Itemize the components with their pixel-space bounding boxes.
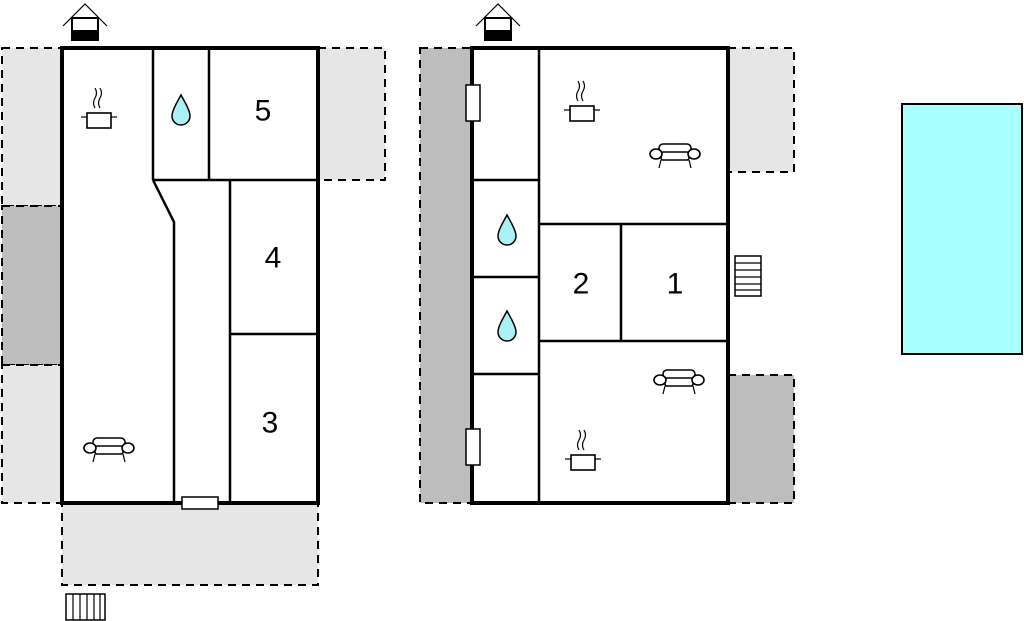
right-outer-wall [470,46,730,505]
right-terraces [419,47,795,504]
kitchen-pot-icon [564,80,600,122]
room-number-4: 4 [265,242,282,275]
right-building: 2 1 [465,46,730,505]
room-number-1: 1 [667,268,684,301]
terrace-west [419,47,473,504]
terrace-east-top [727,47,795,173]
window-icon [465,84,481,122]
water-drop-icon [171,93,191,126]
terrace-right-top [317,47,386,181]
door-icon [181,496,219,510]
sofa-icon [83,437,135,463]
terrace-left-top [1,47,63,207]
house-icon [475,3,521,41]
left-terraces [1,47,386,586]
room-number-2: 2 [573,268,590,301]
terrace-east-bottom [727,374,795,504]
stairs-icon [65,593,106,621]
kitchen-pot-icon [565,429,601,471]
pool [901,103,1023,355]
window-icon [465,428,481,466]
room-number-3: 3 [262,407,279,440]
room-number-5: 5 [255,95,272,128]
terrace-left-middle [1,205,63,366]
wall-segment [151,179,176,503]
kitchen-pot-icon [81,87,117,129]
water-drop-icon [497,309,517,342]
left-building: 5 4 3 [60,46,320,510]
sofa-icon [649,143,701,169]
house-icon [62,3,108,41]
sofa-icon [653,369,705,395]
terrace-bottom [61,502,319,586]
terrace-left-bottom [1,364,63,504]
water-drop-icon [497,213,517,246]
stairs-icon [734,255,762,297]
